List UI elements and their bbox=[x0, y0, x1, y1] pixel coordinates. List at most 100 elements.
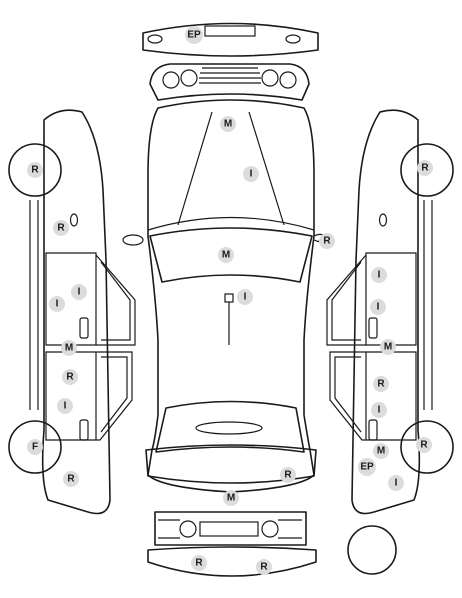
marker-dot bbox=[417, 160, 433, 176]
marker-ep-rear-bumper[interactable]: EP bbox=[185, 26, 203, 44]
marker-r-left-front-door[interactable]: R bbox=[62, 369, 78, 385]
marker-r-right-rear-wheel[interactable]: R bbox=[417, 160, 433, 176]
marker-dot bbox=[319, 233, 335, 249]
marker-dot bbox=[388, 475, 404, 491]
front-windshield[interactable] bbox=[155, 400, 305, 453]
spare-wheel[interactable] bbox=[347, 525, 397, 575]
right-front-wheel[interactable] bbox=[400, 420, 454, 474]
marker-label: M bbox=[222, 250, 230, 261]
marker-label: R bbox=[31, 165, 39, 176]
marker-label: R bbox=[67, 474, 75, 485]
marker-m-right-pillar[interactable]: M bbox=[380, 339, 396, 355]
marker-r-trunk[interactable]: R bbox=[280, 467, 296, 483]
marker-i-left-rear-door-a[interactable]: I bbox=[71, 284, 87, 300]
marker-i-roof[interactable]: I bbox=[237, 289, 253, 305]
right-front-door[interactable] bbox=[329, 351, 417, 441]
marker-label: F bbox=[32, 442, 38, 453]
marker-m-left-pillar[interactable]: M bbox=[61, 340, 77, 356]
hood[interactable] bbox=[147, 111, 315, 231]
marker-label: I bbox=[250, 169, 253, 180]
marker-i-right-rear-door-a[interactable]: I bbox=[371, 267, 387, 283]
marker-dot bbox=[49, 296, 65, 312]
right-rear-door[interactable] bbox=[326, 252, 417, 346]
marker-dot bbox=[63, 471, 79, 487]
marker-dot bbox=[380, 339, 396, 355]
marker-dot bbox=[371, 402, 387, 418]
marker-r-right-front-wheel[interactable]: R bbox=[416, 437, 432, 453]
marker-dot bbox=[373, 376, 389, 392]
marker-dot bbox=[71, 284, 87, 300]
marker-dot bbox=[416, 437, 432, 453]
marker-r-left-rear-wheel[interactable]: R bbox=[27, 162, 43, 178]
marker-label: EP bbox=[187, 30, 201, 41]
marker-label: R bbox=[57, 223, 65, 234]
marker-r-front-bumper-left[interactable]: R bbox=[191, 555, 207, 571]
marker-dot bbox=[358, 458, 376, 476]
left-mirror[interactable] bbox=[122, 234, 144, 246]
marker-dot bbox=[57, 398, 73, 414]
marker-dot bbox=[371, 267, 387, 283]
rear-windshield[interactable] bbox=[149, 227, 313, 283]
marker-label: M bbox=[377, 446, 385, 457]
marker-m-windshield[interactable]: M bbox=[218, 247, 234, 263]
marker-ep-right-fender[interactable]: EP bbox=[358, 458, 376, 476]
marker-dot bbox=[237, 289, 253, 305]
marker-m-hood[interactable]: M bbox=[220, 116, 236, 132]
marker-label: R bbox=[260, 562, 268, 573]
marker-dot bbox=[370, 299, 386, 315]
roof[interactable] bbox=[224, 293, 234, 345]
marker-i-right-front-door[interactable]: I bbox=[371, 402, 387, 418]
left-front-door[interactable] bbox=[45, 351, 133, 441]
marker-r-front-bumper-right[interactable]: R bbox=[256, 559, 272, 575]
marker-label: R bbox=[195, 558, 203, 569]
marker-r-right-front-door[interactable]: R bbox=[373, 376, 389, 392]
marker-label: M bbox=[224, 119, 232, 130]
rear-bumper[interactable] bbox=[142, 22, 319, 57]
marker-m-trunk[interactable]: M bbox=[223, 490, 239, 506]
left-rear-wheel[interactable] bbox=[8, 143, 62, 197]
left-front-wheel[interactable] bbox=[8, 420, 62, 474]
front-grille[interactable] bbox=[154, 511, 307, 546]
marker-label: M bbox=[65, 343, 73, 354]
marker-dot bbox=[243, 166, 259, 182]
marker-dot bbox=[373, 443, 389, 459]
marker-dot bbox=[27, 162, 43, 178]
marker-label: I bbox=[378, 405, 381, 416]
marker-label: I bbox=[377, 302, 380, 313]
marker-m-right-lower[interactable]: M bbox=[373, 443, 389, 459]
marker-i-right-rear-door-b[interactable]: I bbox=[370, 299, 386, 315]
marker-dot bbox=[185, 26, 203, 44]
marker-i-left-rear-door-b[interactable]: I bbox=[49, 296, 65, 312]
marker-r-left-fender[interactable]: R bbox=[63, 471, 79, 487]
marker-dot bbox=[220, 116, 236, 132]
front-bumper[interactable] bbox=[147, 546, 317, 577]
left-side-body[interactable] bbox=[29, 109, 111, 515]
car-body[interactable] bbox=[147, 99, 315, 493]
marker-i-left-front-door[interactable]: I bbox=[57, 398, 73, 414]
marker-label: I bbox=[64, 401, 67, 412]
marker-label: EP bbox=[360, 462, 374, 473]
marker-label: R bbox=[421, 163, 429, 174]
marker-r-left-quarter[interactable]: R bbox=[53, 220, 69, 236]
trunk-lid[interactable] bbox=[145, 444, 317, 484]
marker-dot bbox=[223, 490, 239, 506]
marker-dot bbox=[256, 559, 272, 575]
marker-label: R bbox=[323, 236, 331, 247]
marker-label: R bbox=[377, 379, 385, 390]
marker-dot bbox=[280, 467, 296, 483]
marker-f-left-front-wheel[interactable]: F bbox=[27, 439, 43, 455]
marker-dot bbox=[191, 555, 207, 571]
right-rear-wheel[interactable] bbox=[400, 143, 454, 197]
marker-label: M bbox=[384, 342, 392, 353]
marker-label: R bbox=[284, 470, 292, 481]
marker-i-hood[interactable]: I bbox=[243, 166, 259, 182]
marker-dot bbox=[62, 369, 78, 385]
marker-label: R bbox=[420, 440, 428, 451]
rear-lights-panel[interactable] bbox=[149, 63, 310, 101]
marker-r-right-mirror[interactable]: R bbox=[319, 233, 335, 249]
left-rear-door[interactable] bbox=[45, 252, 136, 346]
marker-label: R bbox=[66, 372, 74, 383]
marker-i-right-fender[interactable]: I bbox=[388, 475, 404, 491]
right-side-body[interactable] bbox=[351, 109, 433, 515]
